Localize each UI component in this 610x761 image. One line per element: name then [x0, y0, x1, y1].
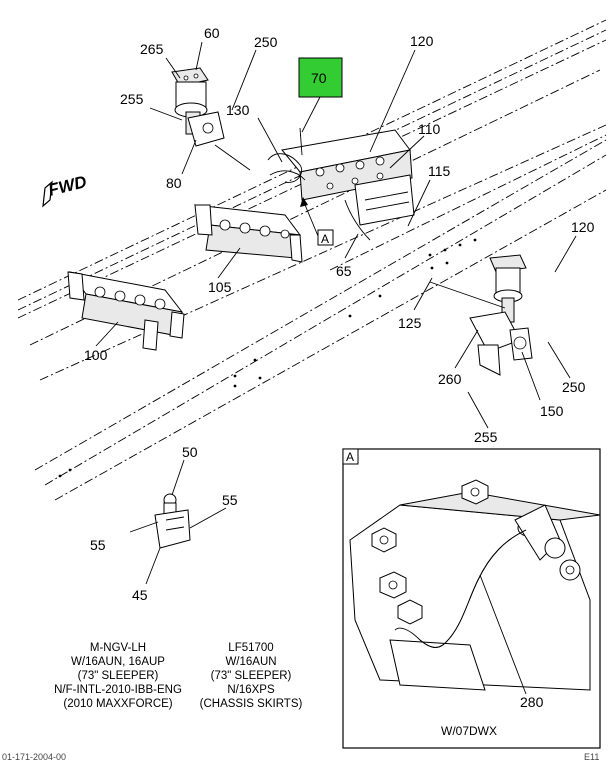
step-bracket [154, 493, 191, 549]
callout-115: 115 [428, 163, 451, 179]
callout-105: 105 [208, 279, 232, 295]
note-left-line-4: N/F-INTL-2010-IBB-ENG [54, 684, 182, 696]
application-notes: M-NGV-LH W/16AUN, 16AUP (73" SLEEPER) N/… [54, 642, 302, 710]
footer-left: 01-171-2004-00 [2, 752, 66, 761]
callout-260: 260 [438, 371, 462, 387]
note-middle-line-4: N/16XPS [227, 684, 275, 696]
callout-130: 130 [226, 102, 250, 118]
note-middle-line-1: LF51700 [228, 642, 273, 654]
note-middle-line-3: (73" SLEEPER) [211, 670, 292, 682]
detail-bolts [371, 479, 489, 625]
callout-labels: 60 265 250 255 80 130 120 110 115 120 10… [84, 25, 595, 603]
callout-280: 280 [520, 694, 544, 710]
detail-caption: W/07DWX [441, 724, 497, 738]
callout-60: 60 [204, 25, 220, 41]
footer-right: E11 [584, 752, 599, 761]
callout-120-right: 120 [571, 219, 595, 235]
detail-label: A [346, 450, 354, 464]
callout-265: 265 [140, 41, 164, 57]
callout-50: 50 [182, 444, 198, 460]
forward-indicator: FWD [42, 172, 89, 208]
highlight-callout-70[interactable]: 70 [298, 57, 343, 133]
fwd-label: FWD [46, 172, 88, 200]
view-marker: A [300, 197, 334, 246]
note-left-line-5: (2010 MAXXFORCE) [63, 698, 172, 710]
note-left-line-3: (73" SLEEPER) [78, 670, 159, 682]
callout-110: 110 [418, 121, 441, 137]
callout-70: 70 [311, 70, 327, 86]
callout-125: 125 [398, 315, 422, 331]
detail-view-a: A 280 W/07DWX [342, 448, 601, 749]
crossmember-upper [267, 127, 415, 241]
view-marker-label: A [321, 232, 329, 246]
callout-65: 65 [336, 263, 352, 279]
note-left-line-1: M-NGV-LH [90, 642, 146, 654]
callout-120-top: 120 [410, 33, 434, 49]
footer: 01-171-2004-00 E11 [2, 752, 599, 761]
crossmember-lower [67, 271, 185, 351]
crossmember-middle [193, 204, 303, 263]
callout-80: 80 [166, 175, 182, 191]
air-spring-bracket-right [429, 254, 533, 376]
callout-55-right: 55 [222, 492, 238, 508]
callout-250-right: 250 [562, 379, 586, 395]
callout-45: 45 [132, 587, 148, 603]
callout-55-left: 55 [90, 537, 106, 553]
leader-lines [95, 41, 577, 585]
callout-100: 100 [84, 347, 108, 363]
note-middle-line-2: W/16AUN [225, 656, 276, 668]
note-middle-line-5: (CHASSIS SKIRTS) [200, 698, 303, 710]
callout-250-top: 250 [254, 34, 278, 50]
callout-255-right: 255 [474, 429, 498, 445]
callout-150: 150 [540, 403, 564, 419]
note-left-line-2: W/16AUN, 16AUP [71, 656, 165, 668]
callout-255-top: 255 [120, 91, 144, 107]
bolt-dots [58, 238, 477, 478]
air-spring-bracket-left [171, 67, 251, 171]
